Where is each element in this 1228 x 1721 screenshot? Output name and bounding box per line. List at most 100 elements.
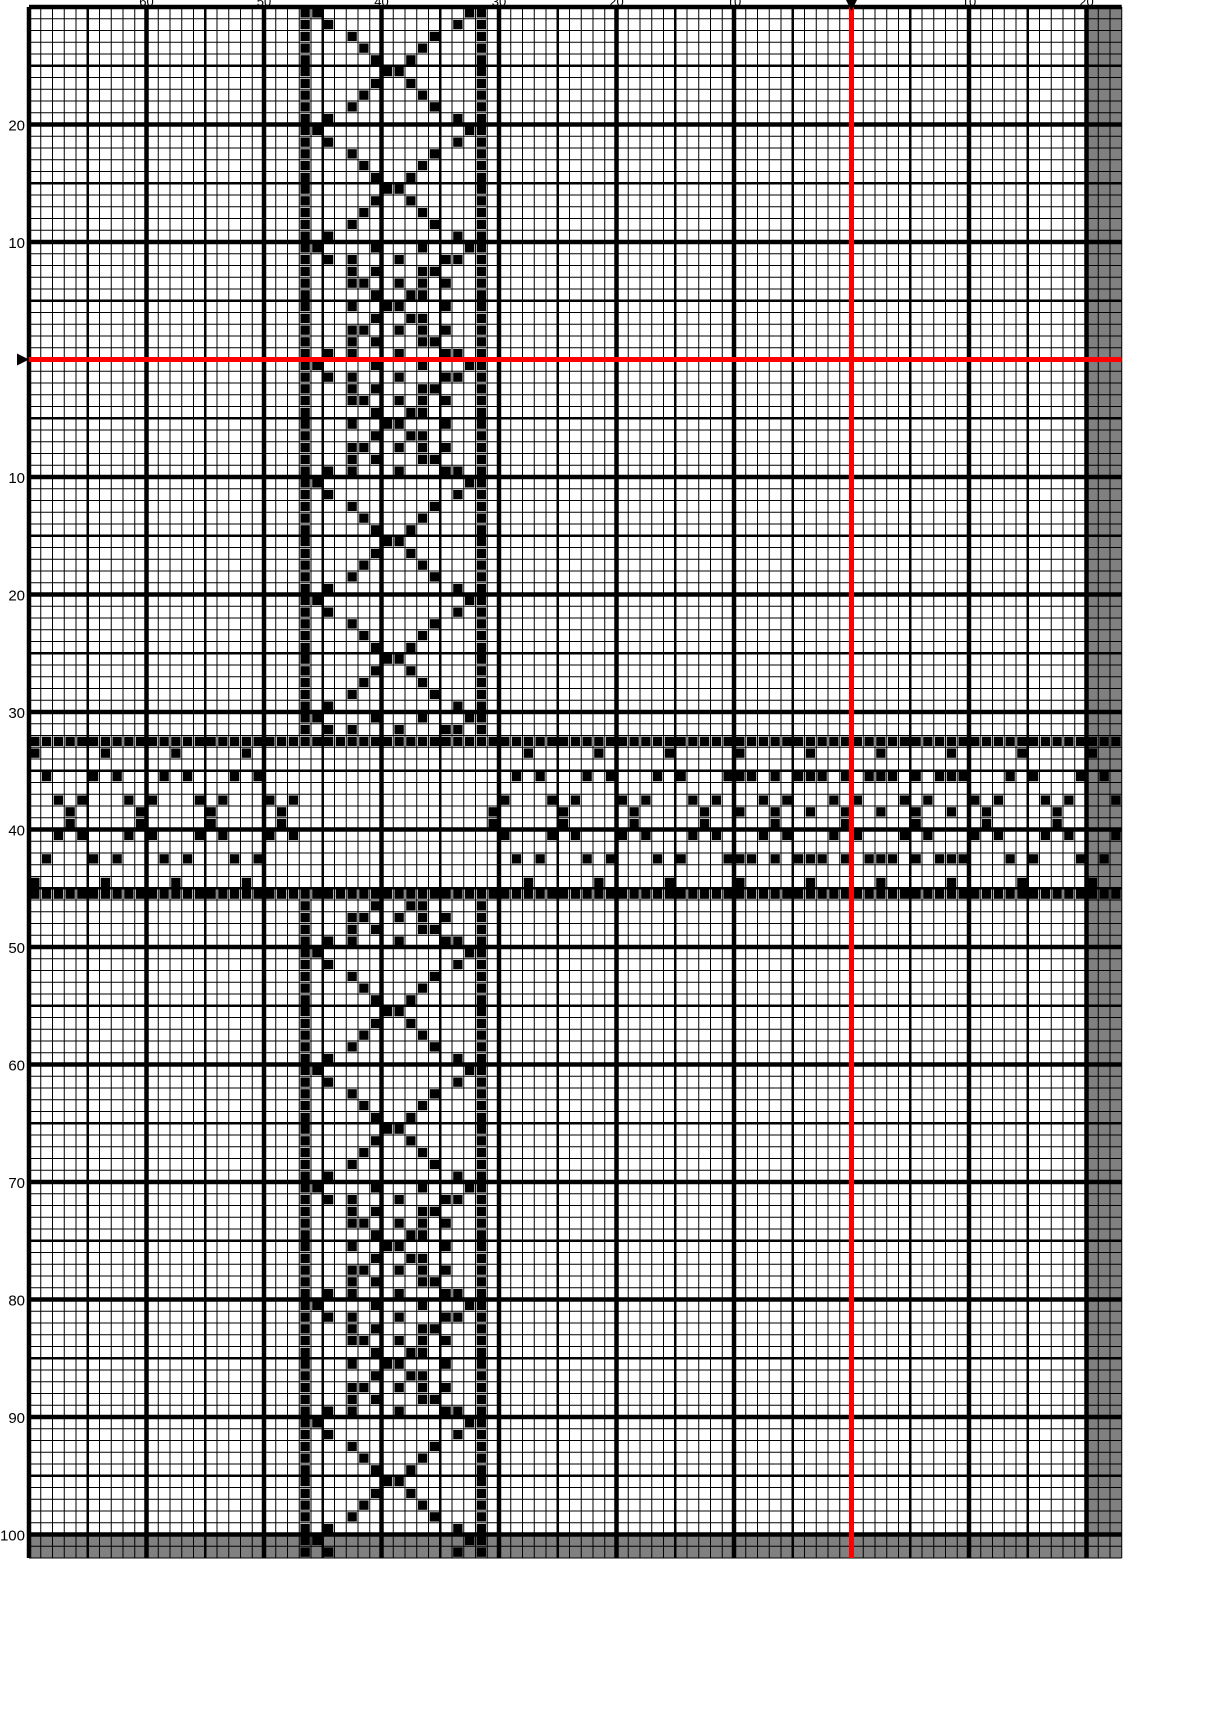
- stitch-cell: [970, 889, 979, 898]
- stitch-cell: [606, 772, 615, 781]
- stitch-cell: [582, 772, 591, 781]
- stitch-cell: [324, 372, 333, 381]
- stitch-cell: [347, 572, 356, 581]
- stitch-cell: [712, 889, 721, 898]
- stitch-cell: [148, 795, 157, 804]
- stitch-cell: [406, 1136, 415, 1145]
- stitch-cell: [477, 1477, 486, 1486]
- stitch-cell: [1029, 772, 1038, 781]
- stitch-cell: [300, 431, 309, 440]
- stitch-cell: [1088, 889, 1097, 898]
- stitch-cell: [195, 737, 204, 746]
- stitch-cell: [54, 889, 63, 898]
- stitch-cell: [324, 466, 333, 475]
- stitch-cell: [77, 831, 86, 840]
- stitch-cell: [324, 607, 333, 616]
- stitch-cell: [1064, 889, 1073, 898]
- stitch-cell: [300, 972, 309, 981]
- stitch-cell: [477, 431, 486, 440]
- stitch-cell: [394, 1195, 403, 1204]
- stitch-cell: [347, 1336, 356, 1345]
- stitch-cell: [477, 325, 486, 334]
- stitch-cell: [829, 795, 838, 804]
- stitch-cell: [359, 1148, 368, 1157]
- stitch-cell: [371, 1254, 380, 1263]
- stitch-cell: [430, 220, 439, 229]
- stitch-cell: [300, 1383, 309, 1392]
- stitch-cell: [300, 267, 309, 276]
- stitch-cell: [347, 1406, 356, 1415]
- stitch-cell: [406, 1019, 415, 1028]
- stitch-cell: [42, 889, 51, 898]
- stitch-cell: [524, 889, 533, 898]
- stitch-cell: [300, 384, 309, 393]
- stitch-cell: [324, 490, 333, 499]
- stitch-cell: [371, 384, 380, 393]
- stitch-cell: [477, 314, 486, 323]
- stitch-cell: [324, 1524, 333, 1533]
- stitch-cell: [900, 795, 909, 804]
- stitch-cell: [477, 1089, 486, 1098]
- stitch-cell: [371, 1113, 380, 1122]
- top-axis-label: 10: [727, 0, 741, 9]
- stitch-cell: [735, 748, 744, 757]
- stitch-cell: [477, 1348, 486, 1357]
- stitch-cell: [394, 184, 403, 193]
- stitch-cell: [477, 1007, 486, 1016]
- stitch-cell: [136, 819, 145, 828]
- stitch-cell: [359, 631, 368, 640]
- stitch-cell: [477, 1242, 486, 1251]
- stitch-cell: [477, 619, 486, 628]
- stitch-cell: [347, 337, 356, 346]
- stitch-cell: [206, 819, 215, 828]
- stitch-cell: [512, 772, 521, 781]
- stitch-cell: [606, 854, 615, 863]
- stitch-cell: [759, 737, 768, 746]
- stitch-cell: [1052, 819, 1061, 828]
- stitch-cell: [1052, 807, 1061, 816]
- stitch-cell: [712, 737, 721, 746]
- stitch-cell: [300, 584, 309, 593]
- stitch-cell: [312, 1183, 321, 1192]
- stitch-cell: [477, 302, 486, 311]
- stitch-cell: [418, 1183, 427, 1192]
- stitch-cell: [418, 1336, 427, 1345]
- stitch-cell: [418, 1265, 427, 1274]
- stitch-cell: [430, 925, 439, 934]
- stitch-cell: [300, 549, 309, 558]
- stitch-cell: [371, 314, 380, 323]
- stitch-cell: [418, 290, 427, 299]
- stitch-cell: [477, 1042, 486, 1051]
- stitch-cell: [347, 1089, 356, 1098]
- stitch-cell: [770, 889, 779, 898]
- stitch-cell: [923, 737, 932, 746]
- stitch-cell: [477, 1030, 486, 1039]
- stitch-cell: [911, 819, 920, 828]
- stitch-cell: [300, 361, 309, 370]
- stitch-cell: [547, 795, 556, 804]
- stitch-cell: [394, 278, 403, 287]
- stitch-cell: [465, 1183, 474, 1192]
- stitch-cell: [477, 290, 486, 299]
- stitch-cell: [477, 1218, 486, 1227]
- stitch-cell: [230, 854, 239, 863]
- stitch-cell: [477, 478, 486, 487]
- stitch-cell: [582, 889, 591, 898]
- stitch-cell: [1041, 889, 1050, 898]
- stitch-cell: [300, 1395, 309, 1404]
- stitch-cell: [300, 690, 309, 699]
- stitch-cell: [324, 1289, 333, 1298]
- stitch-cell: [359, 325, 368, 334]
- stitch-cell: [300, 737, 309, 746]
- stitch-cell: [477, 1171, 486, 1180]
- stitch-cell: [535, 889, 544, 898]
- stitch-cell: [206, 807, 215, 816]
- stitch-cell: [453, 466, 462, 475]
- stitch-cell: [359, 1265, 368, 1274]
- stitch-cell: [30, 878, 39, 887]
- stitch-cell: [300, 1430, 309, 1439]
- stitch-cell: [312, 8, 321, 17]
- stitch-cell: [477, 231, 486, 240]
- stitch-cell: [371, 995, 380, 1004]
- stitch-cell: [324, 725, 333, 734]
